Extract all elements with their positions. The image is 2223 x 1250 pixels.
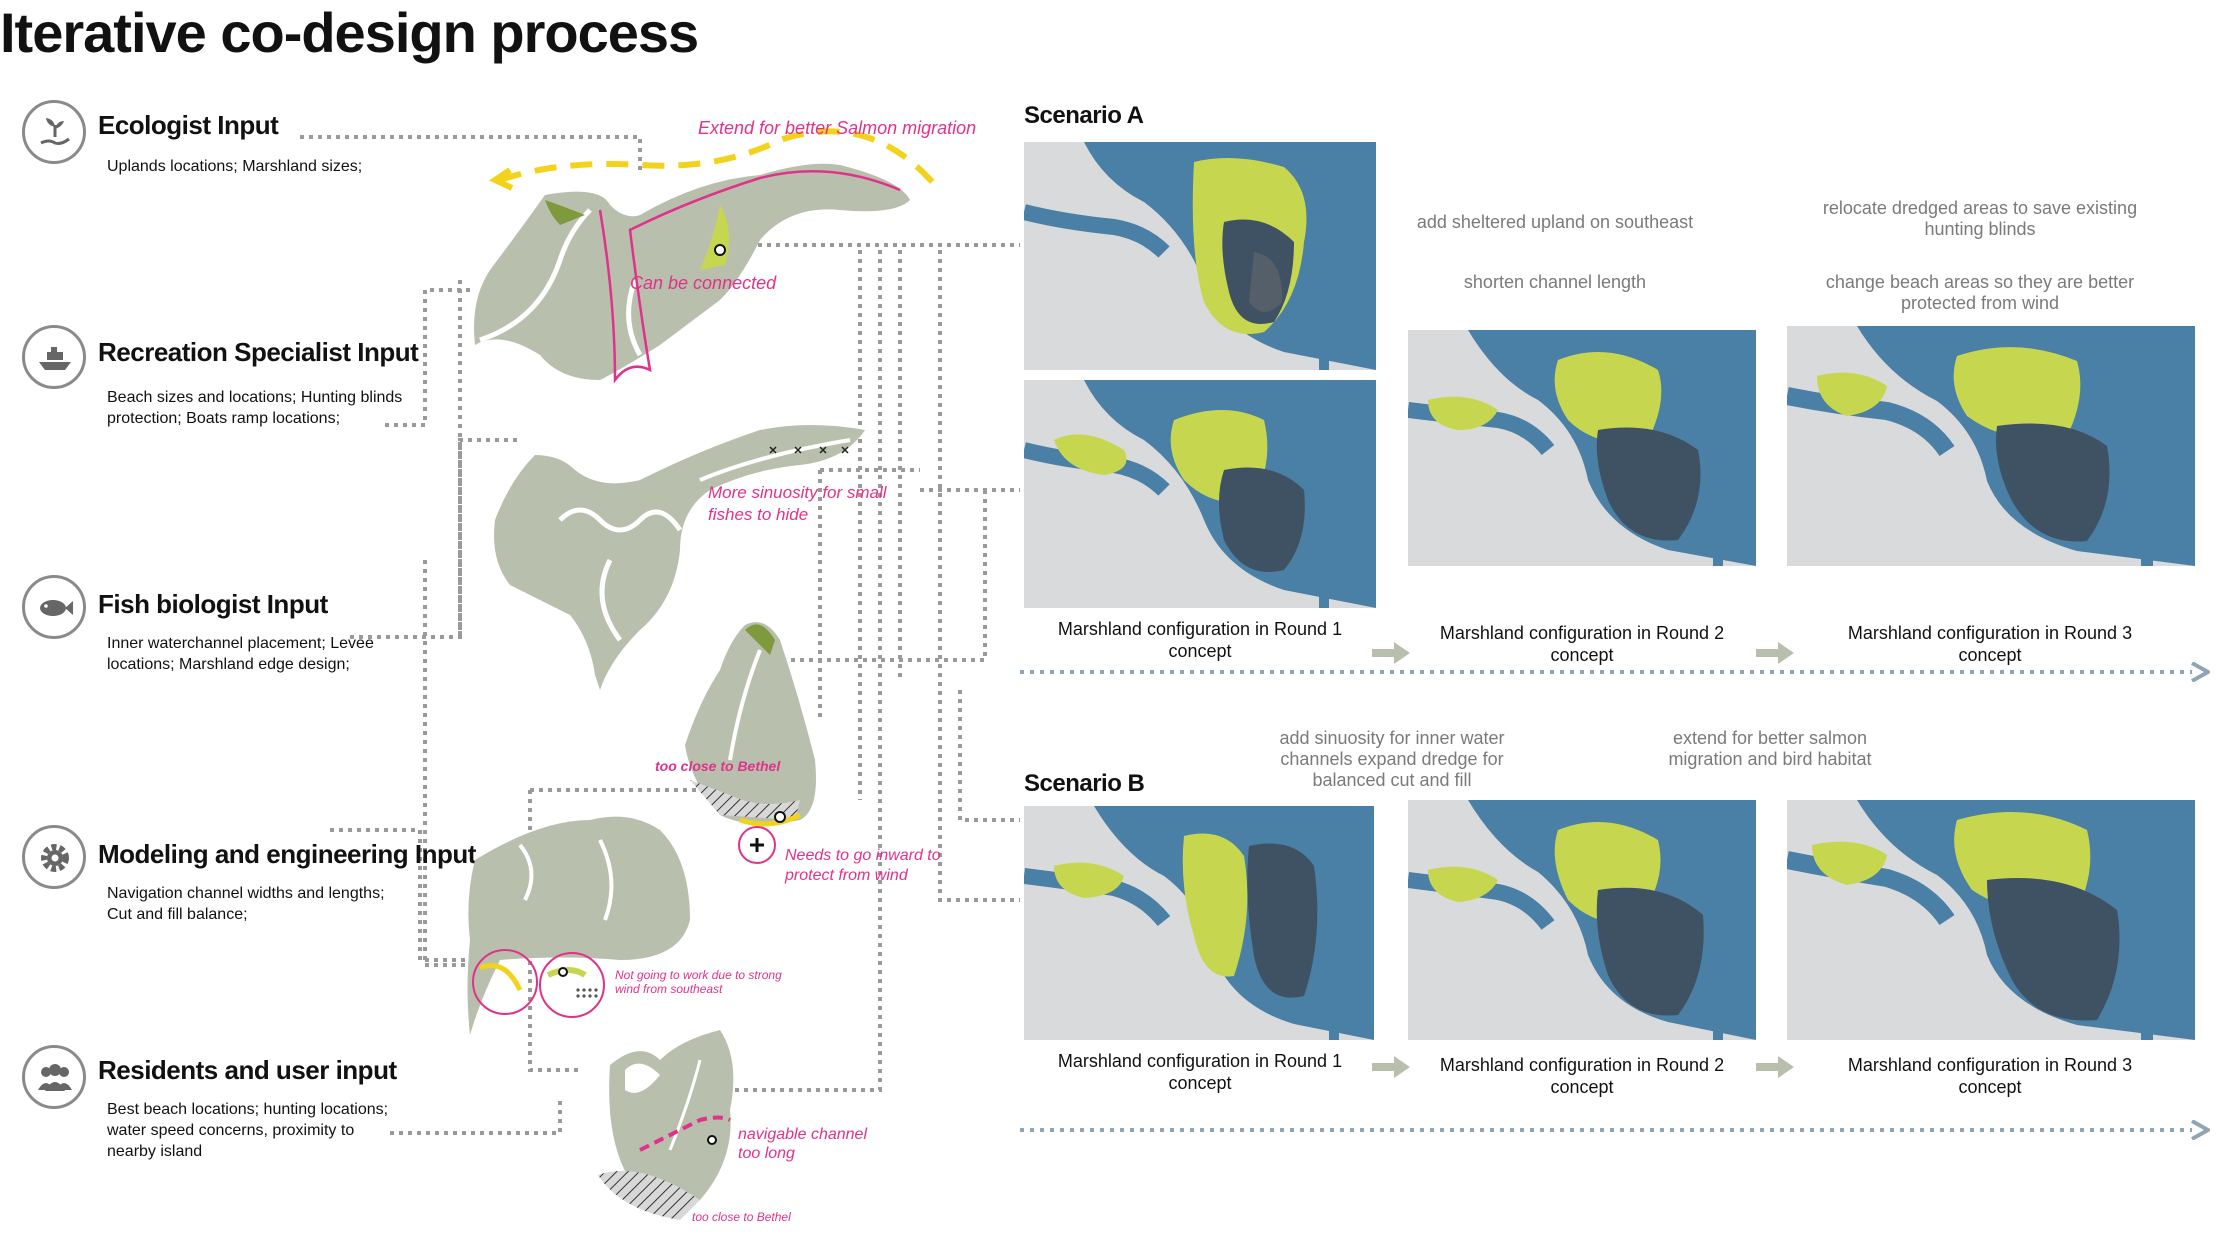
recreation-input-desc: Beach sizes and locations; Hunting blind… [107, 389, 403, 427]
scenario-b-note-extend-salmon: extend for better salmon migration and b… [1668, 728, 1872, 769]
plant-hand-icon [22, 100, 86, 164]
scenario-b-caption-round1: Marshland configuration in Round 1 conce… [1057, 1051, 1343, 1093]
scenario-a-round2-map [1408, 330, 1756, 566]
scenario-a-title: Scenario A [1024, 102, 1144, 129]
ecologist-input-desc: Uplands locations; Marshland sizes; [107, 158, 363, 175]
scenario-b-arrow-2 [1756, 1056, 1794, 1078]
scenario-b-round2-map [1408, 800, 1756, 1040]
scenario-a-caption-round3: Marshland configuration in Round 3 conce… [1847, 623, 2133, 665]
sketch-residents [598, 1030, 734, 1220]
scenario-b-round3-map [1787, 800, 2195, 1040]
scenario-a-caption-round1: Marshland configuration in Round 1 conce… [1057, 619, 1343, 661]
note-too-close-bethel-1: too close to Bethel [655, 758, 781, 774]
scenario-a-note-sheltered-upland: add sheltered upland on southeast [1416, 212, 1694, 232]
residents-input-desc: Best beach locations; hunting locations;… [107, 1101, 389, 1160]
scenario-a-round3-map [1787, 326, 2195, 566]
sketch-modeling [467, 816, 690, 1035]
scenario-a-arrow-2 [1756, 642, 1794, 664]
recreation-input-title: Recreation Specialist Input [98, 337, 419, 367]
note-extend-salmon: Extend for better Salmon migration [698, 118, 977, 138]
scenario-b-timeline-arrow [1020, 1120, 2210, 1140]
modeling-input-desc: Navigation channel widths and lengths; C… [107, 885, 385, 923]
residents-input-title: Residents and user input [98, 1055, 397, 1085]
scenario-a-note-relocate-dredged: relocate dredged areas to save existing … [1822, 198, 2138, 239]
scenario-a-timeline-arrow [1020, 662, 2210, 682]
sketch-ecologist [474, 128, 938, 384]
gear-icon [22, 825, 86, 889]
scenario-a-round1-map-bottom [1024, 380, 1376, 608]
scenario-a-arrow-1 [1372, 642, 1410, 664]
scenario-b-caption-round2: Marshland configuration in Round 2 conce… [1439, 1055, 1725, 1097]
boat-icon [22, 325, 86, 389]
fish-biologist-input-title: Fish biologist Input [98, 589, 328, 619]
note-can-be-connected: Can be connected [630, 273, 777, 293]
note-not-going-to-work: Not going to work due to strong wind fro… [615, 968, 782, 996]
scenario-b-round1-map [1024, 806, 1374, 1040]
scenario-b-arrow-1 [1372, 1056, 1410, 1078]
modeling-input-title: Modeling and engineering Input [98, 839, 476, 869]
scenario-a-round1-map-top [1024, 142, 1376, 370]
people-icon [22, 1045, 86, 1109]
sketch-fish [685, 622, 816, 864]
note-navigable-channel: navigable channel too long [738, 1126, 867, 1162]
scenario-b-caption-round3: Marshland configuration in Round 3 conce… [1847, 1055, 2133, 1097]
ecologist-input-title: Ecologist Input [98, 110, 279, 140]
scenario-a-note-change-beach: change beach areas so they are better pr… [1825, 272, 2135, 313]
note-needs-inward: Needs to go inward to protect from wind [785, 847, 941, 884]
note-too-close-bethel-2: too close to Bethel [692, 1210, 791, 1224]
scenario-a-note-shorten-channel: shorten channel length [1463, 272, 1647, 292]
fish-icon [22, 575, 86, 639]
note-more-sinuosity: More sinuosity for small fishes to hide [708, 483, 887, 524]
fish-biologist-input-desc: Inner waterchannel placement; Levee loca… [107, 635, 374, 673]
page-title: Iterative co-design process [0, 1, 699, 64]
scenario-a-caption-round2: Marshland configuration in Round 2 conce… [1439, 623, 1725, 665]
scenario-b-title: Scenario B [1024, 770, 1145, 797]
scenario-b-note-sinuosity: add sinuosity for inner water channels e… [1279, 728, 1505, 790]
sketch-recreation [494, 425, 865, 690]
